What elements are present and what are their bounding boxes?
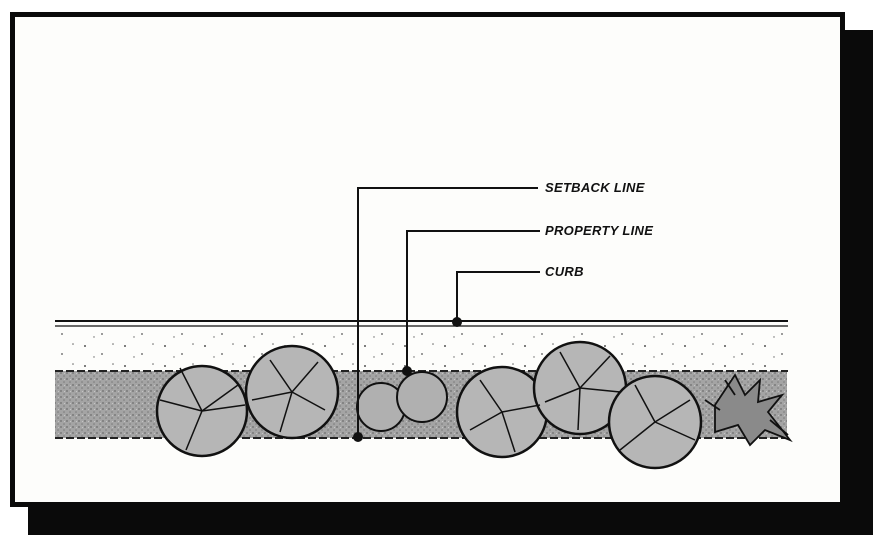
shrub-group-center (356, 371, 448, 432)
sidewalk-strip (55, 327, 787, 371)
setback-line-label: SETBACK LINE (545, 180, 645, 195)
shrub-4 (396, 371, 448, 423)
shrub-group-right (455, 340, 703, 470)
shrub-group-left (155, 344, 340, 458)
curb-leader-dot (452, 317, 462, 327)
property-leader (406, 230, 540, 371)
setback-leader-dot (353, 432, 363, 442)
curb-leader (456, 271, 540, 321)
ground-cover-shrub (704, 373, 793, 447)
curb-label: CURB (545, 264, 584, 279)
property-leader-dot (402, 366, 412, 376)
property-line-label: PROPERTY LINE (545, 223, 653, 238)
setback-leader (357, 187, 538, 437)
